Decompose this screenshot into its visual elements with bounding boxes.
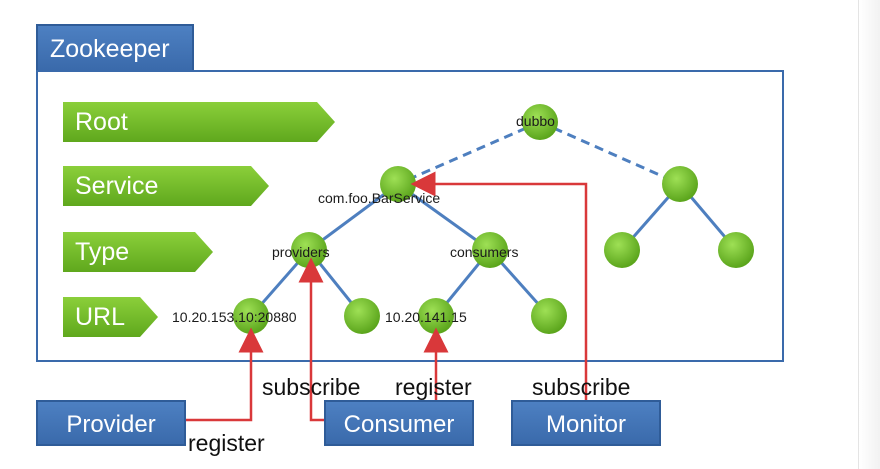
label-provider-register: register bbox=[188, 430, 265, 456]
node-service bbox=[380, 166, 416, 202]
zookeeper-title: Zookeeper bbox=[36, 24, 194, 70]
monitor-box: Monitor bbox=[511, 400, 661, 446]
level-url: URL bbox=[63, 297, 158, 337]
node-type-a bbox=[604, 232, 640, 268]
label-monitor-subscribe: subscribe bbox=[532, 374, 631, 400]
node-consumer-url2 bbox=[531, 298, 567, 334]
node-label-dubbo: dubbo bbox=[516, 113, 555, 129]
node-label-consumer-url: 10.20.141.15 bbox=[385, 309, 467, 325]
node-provider-url2 bbox=[344, 298, 380, 334]
node-label-service: com.foo.BarService bbox=[318, 190, 441, 206]
node-consumer-url bbox=[418, 298, 454, 334]
label-consumer-subscribe: subscribe bbox=[262, 374, 361, 400]
node-dubbo bbox=[522, 104, 558, 140]
edge-dubbo-service2 bbox=[539, 120, 681, 186]
provider-box: Provider bbox=[36, 400, 186, 446]
node-provider-url bbox=[233, 298, 269, 334]
arrow-monitor-subscribe bbox=[410, 171, 588, 400]
consumer-box: Consumer bbox=[324, 400, 474, 446]
level-type: Type bbox=[63, 232, 213, 272]
node-service2 bbox=[662, 166, 698, 202]
node-label-providers: providers bbox=[272, 244, 330, 260]
edge-service-providers bbox=[308, 182, 399, 252]
arrow-provider-register bbox=[186, 327, 264, 422]
node-label-provider-url: 10.20.153.10:20880 bbox=[172, 309, 297, 325]
node-type-b bbox=[718, 232, 754, 268]
arrow-consumer-subscribe bbox=[298, 257, 324, 422]
level-service: Service bbox=[63, 166, 269, 206]
node-label-consumers: consumers bbox=[450, 244, 519, 260]
window-edge bbox=[858, 0, 880, 469]
node-consumers bbox=[472, 232, 508, 268]
edge-dubbo-service bbox=[397, 120, 541, 186]
level-root: Root bbox=[63, 102, 335, 142]
label-consumer-register: register bbox=[395, 374, 472, 400]
